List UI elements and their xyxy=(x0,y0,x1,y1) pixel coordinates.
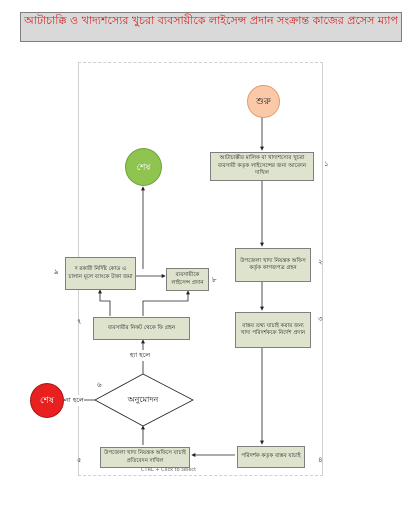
step-9-box: দ রকারী নির্দিষ্ট কোড এ চালান মূলে ব্যাং… xyxy=(65,257,136,290)
step-7-box: ব্যবসায়ীর নিকট থেকে ফি গ্রহন xyxy=(93,317,190,340)
step-number-6: ৬ xyxy=(97,381,102,389)
end-label-top: শেষ xyxy=(136,162,151,173)
start-node: শুরু xyxy=(247,85,280,118)
no-label: না হলে xyxy=(65,395,84,406)
step-8-box: ব্যবসায়ীকে লাইসেন্স প্রদান xyxy=(166,268,209,291)
step-number-3: ৩ xyxy=(318,315,323,323)
step-number-4: ৪ xyxy=(318,456,323,464)
step-number-7: ৭ xyxy=(77,318,82,326)
decision-label: অনুমোদন xyxy=(127,395,159,404)
step-number-8: ৮ xyxy=(212,276,217,284)
step-2-box: উপজেলা খাদ্য নিয়ন্ত্রক অফিস কর্তৃক কাগজ… xyxy=(235,248,311,282)
decision-diamond xyxy=(94,373,194,427)
edge-step7-step8 xyxy=(142,290,190,316)
step-number-2: ২ xyxy=(318,258,323,266)
edge-step7-step9 xyxy=(98,289,111,316)
step-3-box: বাস্তব তথ্য যাচাই করার জন্য খাদ্য পরিদর্… xyxy=(235,312,311,348)
end-node-left: শেষ xyxy=(30,383,64,418)
step-number-5: ৫ xyxy=(77,456,82,464)
step-4-box: পরিদর্শক কতৃক বাস্তব যাচাই xyxy=(237,446,305,468)
yes-label: হ্যা হলে xyxy=(130,350,151,361)
end-node-top: শেষ xyxy=(125,148,162,186)
step-5-box: উপজেলা খাদ্য নিয়ন্ত্রক অফিসে যাচাই প্রত… xyxy=(100,447,190,468)
step-1-box: আটাচাক্কীর মালিক বা খাদ্যশস্যের খুচরা ব্… xyxy=(210,152,314,181)
select-hint: CTRL + Click to select xyxy=(141,467,197,473)
start-label: শুরু xyxy=(256,97,271,107)
step-number-1: ১ xyxy=(324,160,329,168)
step-number-9: ৯ xyxy=(54,268,59,276)
end-label-left: শেষ xyxy=(40,396,54,406)
page-title: আটাচাক্কি ও খাদ্যশস্যের খুচরা ব্যবসায়ীক… xyxy=(20,12,402,42)
